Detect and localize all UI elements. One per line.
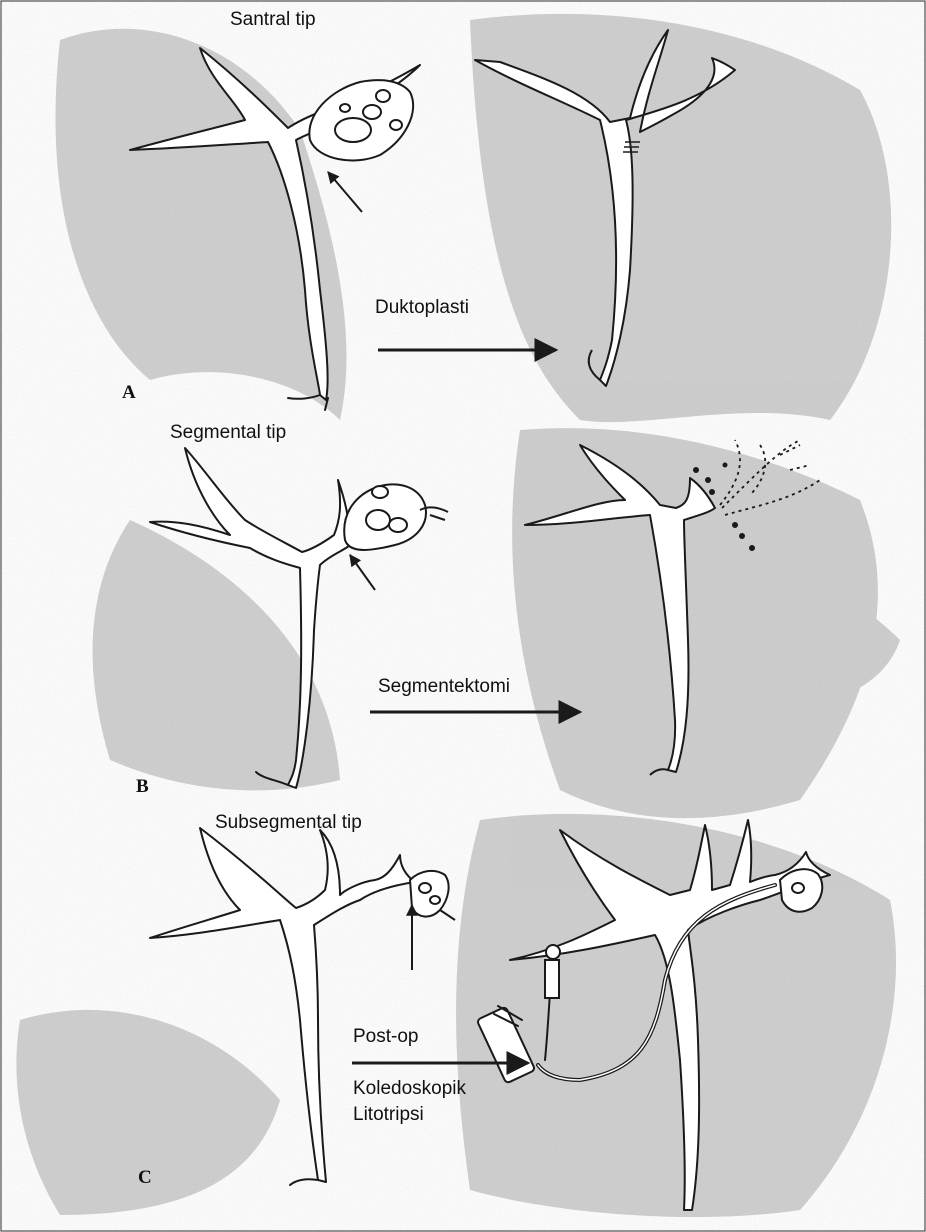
- label-segmental-tip: Segmental tip: [170, 423, 286, 442]
- label-duktoplasti: Duktoplasti: [375, 298, 469, 317]
- label-segmentektomi: Segmentektomi: [378, 677, 510, 696]
- label-subsegmental-tip: Subsegmental tip: [215, 813, 362, 832]
- label-santral-tip: Santral tip: [230, 10, 316, 29]
- panel-letter-b: B: [136, 777, 149, 796]
- panel-letter-a: A: [122, 383, 136, 402]
- panel-letter-c: C: [138, 1168, 152, 1187]
- label-post-op: Post-op: [353, 1027, 418, 1046]
- label-koledoskopik-litotripsi: Koledoskopik Litotripsi: [353, 1076, 466, 1127]
- panel-c-right-stones: [780, 869, 822, 912]
